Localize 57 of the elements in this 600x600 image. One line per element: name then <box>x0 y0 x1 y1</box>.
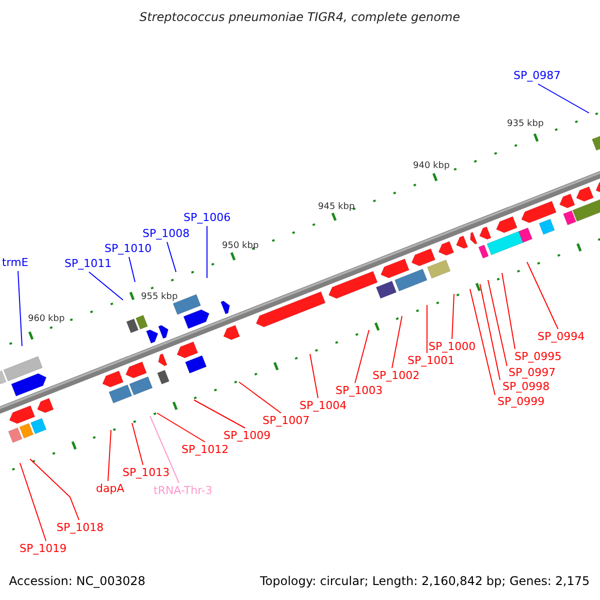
gene-label: SP_0994 <box>538 330 585 343</box>
map-title: Streptococcus pneumoniae TIGR4, complete genome <box>140 11 460 24</box>
gene-label: SP_0995 <box>514 350 562 363</box>
leader-line <box>526 262 558 330</box>
scale-label: 950 kbp <box>222 240 259 253</box>
gene-label: trmE <box>2 256 28 269</box>
leader-line <box>132 422 144 466</box>
gene-label: SP_1000 <box>428 340 476 353</box>
leader-line <box>470 288 496 396</box>
leader-line <box>452 294 454 340</box>
gene-label: SP_1012 <box>182 443 229 456</box>
leader-line <box>150 416 180 484</box>
gene-label: SP_0998 <box>502 380 550 393</box>
gene-label: SP_1019 <box>20 542 67 555</box>
gene-label: SP_0987 <box>514 69 561 82</box>
gene-label: SP_1013 <box>122 466 170 479</box>
gene-label: SP_1010 <box>104 242 152 255</box>
scale-label: 935 kbp <box>507 118 544 131</box>
gene-label: SP_0997 <box>508 366 556 379</box>
scale-label: 940 kbp <box>413 160 450 173</box>
leader-line <box>238 382 282 414</box>
gene-label: SP_1004 <box>300 399 347 412</box>
leader-line <box>426 304 428 354</box>
accession-text: Accession: NC_003028 <box>9 575 146 588</box>
leader-line <box>156 412 206 442</box>
scale-label: 960 kbp <box>28 313 65 326</box>
leader-line <box>480 284 500 380</box>
gene-label: SP_1009 <box>224 429 271 442</box>
leader-line <box>502 272 516 350</box>
gene-label: tRNA-Thr-3 <box>154 484 212 497</box>
genome-stats-text: Topology: circular; Length: 2,160,842 bp; Genes: 2,175 <box>260 575 590 588</box>
leader-line <box>538 84 590 114</box>
leader-line <box>194 400 246 428</box>
leader-line <box>488 280 508 366</box>
gene-label: SP_1001 <box>408 354 455 367</box>
leader-line <box>20 462 46 542</box>
gene-label: SP_1006 <box>184 211 231 224</box>
gene-label: SP_1002 <box>372 369 420 382</box>
leader-line <box>18 270 22 346</box>
gene-label: SP_1018 <box>56 521 104 534</box>
scale-label: 955 kbp <box>141 291 178 304</box>
gene-label: SP_1007 <box>262 414 310 427</box>
gene-label: dapA <box>96 482 124 495</box>
leader-line <box>108 430 112 482</box>
leader-line <box>310 354 318 398</box>
leader-line <box>166 242 176 272</box>
leader-line <box>206 226 208 278</box>
gene-label: SP_1008 <box>142 227 190 240</box>
leader-line <box>30 458 80 520</box>
leader-line <box>354 330 370 384</box>
gene-label: SP_1011 <box>64 257 112 270</box>
leader-line <box>128 256 136 282</box>
leader-line <box>88 272 124 300</box>
leader-line <box>392 316 402 368</box>
gene-label: SP_0999 <box>498 395 545 408</box>
scale-label: 945 kbp <box>318 201 355 214</box>
gene-label: SP_1003 <box>336 384 383 397</box>
